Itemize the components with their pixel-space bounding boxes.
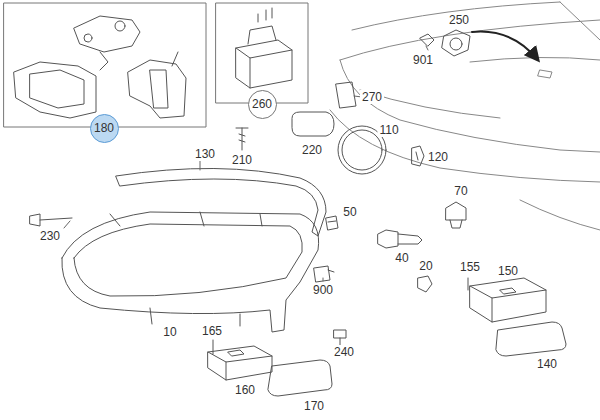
callout-number: 10 bbox=[161, 325, 178, 339]
callout-number: 20 bbox=[417, 259, 434, 273]
callout-number: 50 bbox=[341, 205, 358, 219]
gasket-part bbox=[496, 322, 566, 356]
callout-number: 120 bbox=[426, 150, 450, 164]
callout-number: 70 bbox=[452, 184, 469, 198]
screw-part bbox=[334, 330, 346, 346]
callout-number: 165 bbox=[200, 324, 224, 338]
ballast-unit bbox=[468, 278, 546, 322]
bulb-part bbox=[378, 230, 422, 248]
clip-part bbox=[412, 146, 424, 166]
callout-number: 170 bbox=[302, 399, 326, 413]
connector-part bbox=[314, 266, 334, 282]
callout-number: 40 bbox=[393, 251, 410, 265]
callout-circle: 180 bbox=[90, 114, 119, 143]
headlamp-housing bbox=[62, 212, 319, 332]
group-frame bbox=[4, 3, 206, 127]
callout-number: 900 bbox=[311, 283, 335, 297]
module-unit bbox=[236, 8, 292, 88]
callout-circle: 260 bbox=[248, 90, 277, 119]
callout-number: 160 bbox=[233, 383, 257, 397]
cover-part bbox=[292, 112, 334, 136]
gasket-part bbox=[268, 360, 332, 396]
callout-number: 180 bbox=[94, 122, 114, 134]
callout-number: 150 bbox=[496, 264, 520, 278]
socket-part bbox=[418, 276, 432, 292]
callout-number: 260 bbox=[252, 98, 272, 110]
callout-number: 270 bbox=[360, 90, 384, 104]
group-frame bbox=[216, 3, 308, 103]
trim-strip bbox=[116, 168, 326, 236]
callout-number: 240 bbox=[332, 345, 356, 359]
bulb-part bbox=[326, 216, 338, 230]
callout-number: 130 bbox=[193, 147, 217, 161]
screw-part bbox=[236, 128, 248, 150]
callout-number: 250 bbox=[447, 13, 471, 27]
bracket-set bbox=[14, 16, 186, 118]
callout-number: 140 bbox=[535, 357, 559, 371]
callout-number: 901 bbox=[411, 53, 435, 67]
car-outline bbox=[330, 2, 600, 230]
bulb-part bbox=[446, 202, 466, 228]
screw-part bbox=[30, 214, 72, 226]
callout-number: 110 bbox=[377, 123, 400, 137]
leader-line bbox=[64, 46, 428, 281]
callout-number: 220 bbox=[300, 143, 324, 157]
ballast-unit bbox=[208, 340, 272, 380]
callout-number: 155 bbox=[458, 260, 482, 274]
location-arrow bbox=[472, 32, 538, 60]
pad-part bbox=[336, 82, 356, 108]
callout-number: 210 bbox=[230, 153, 254, 167]
callout-number: 230 bbox=[38, 229, 62, 243]
